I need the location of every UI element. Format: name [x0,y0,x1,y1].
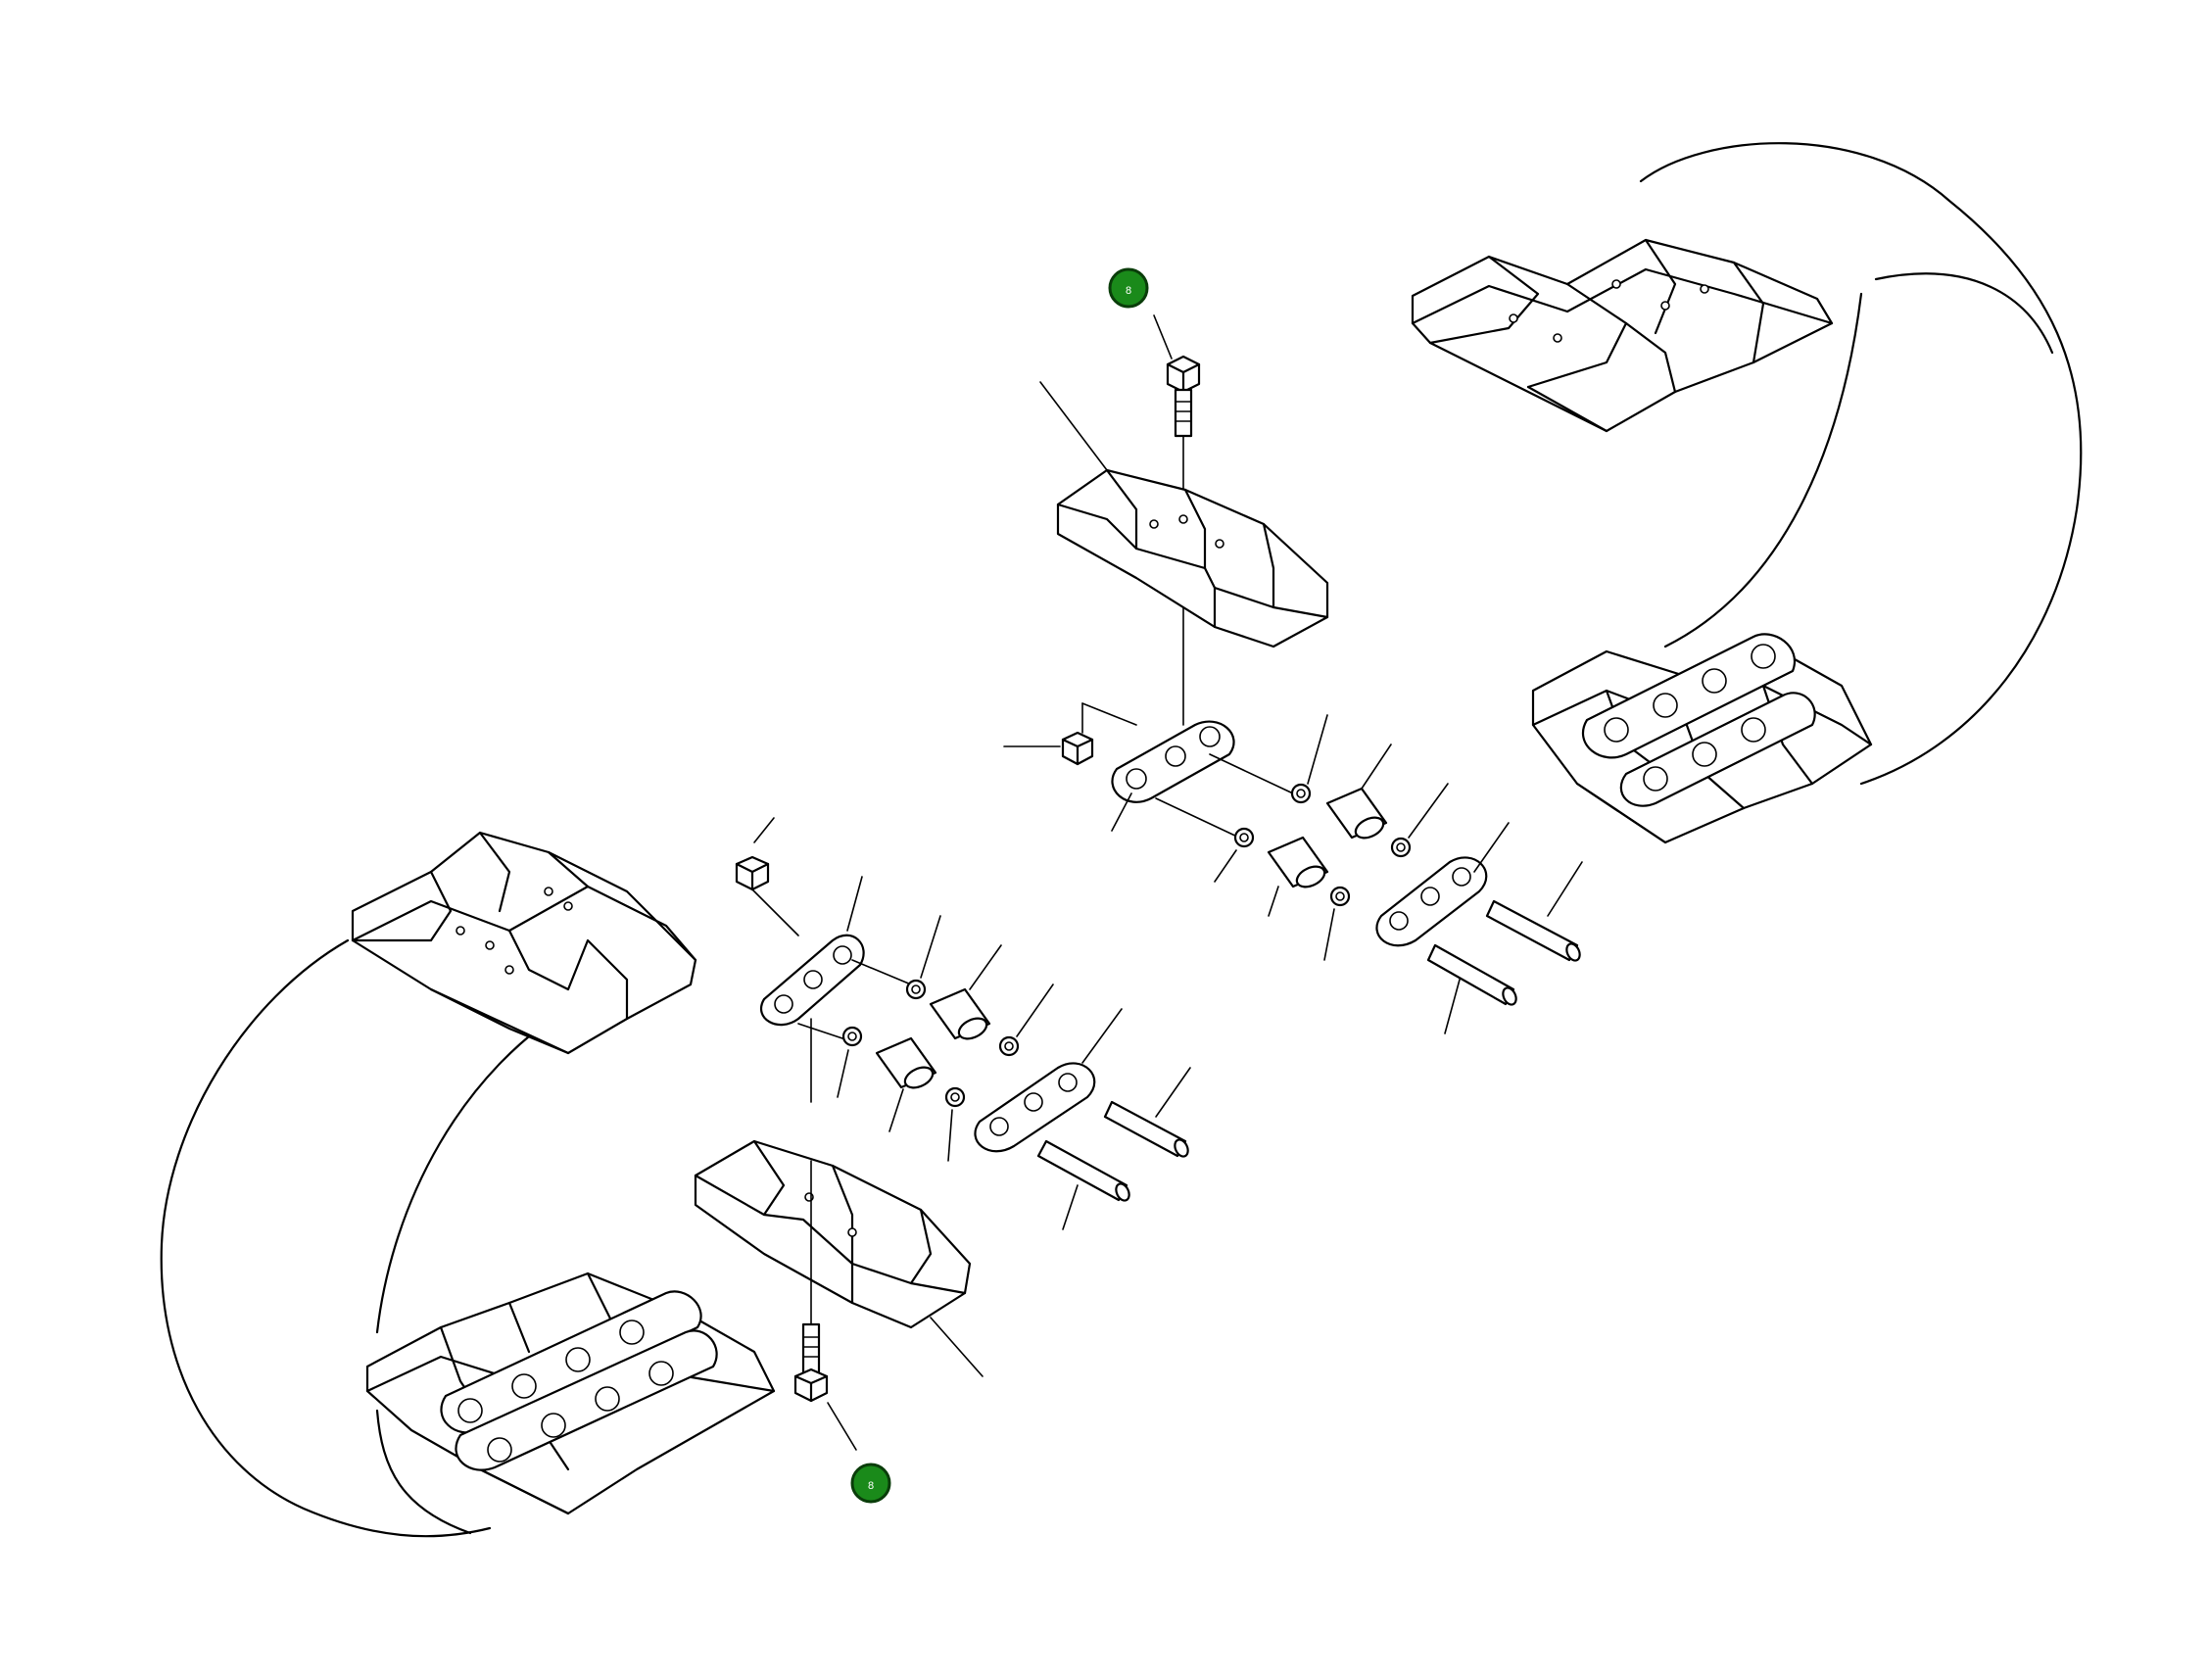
left-top-shoe-group [351,831,697,1055]
right-pin-a[interactable] [1485,899,1582,963]
lower-bushing-b[interactable] [875,1036,937,1091]
upper-seal-a[interactable] [1290,783,1312,804]
bottom-shoe-bolt[interactable] [793,1322,829,1403]
bottom-shoe-leader [930,1317,984,1377]
lower-seal-b[interactable] [998,1035,1020,1057]
upper-seal-d[interactable] [1329,886,1351,907]
callout-bottom-label: 8 [868,1480,874,1492]
left-track-loop-outline [160,938,492,1538]
upper-seal-c[interactable] [1233,827,1255,848]
top-shoe-bolt[interactable] [1166,355,1201,726]
right-track-loop-outline [1639,142,2083,786]
callout-bottom-circle [850,1463,891,1504]
right-pin-b[interactable] [1426,943,1518,1007]
lower-seal-c[interactable] [841,1026,863,1047]
callout-bottom[interactable]: 8 [850,1463,891,1504]
callout-top-label: 8 [1126,285,1131,297]
lower-center-track-link[interactable] [974,1062,1096,1153]
upper-link-leader [1111,792,1132,832]
bottom-track-shoe[interactable] [694,1139,972,1329]
top-shoe-leader [1039,381,1108,471]
lower-bushing-a[interactable] [929,987,991,1042]
top-track-shoe[interactable] [1056,468,1329,648]
left-lower-shoe-group [365,1272,776,1515]
right-track-link[interactable] [1375,856,1488,947]
right-link-chain [1581,633,1796,759]
left-track-assembly [160,831,776,1538]
lower-seal-a[interactable] [905,979,927,1000]
lower-nut[interactable] [735,855,770,891]
right-track-loop-inner [1663,292,1863,648]
bottom-bolt-leader [827,1402,857,1451]
upper-bushing-a[interactable] [1325,787,1388,841]
center-exploded-parts [694,314,1583,1451]
callout-top[interactable]: 8 [1108,267,1149,309]
left-track-loop-inner [375,997,585,1334]
top-bolt-leader [1153,314,1173,360]
lower-pin-a[interactable] [1103,1100,1190,1159]
lower-seal-d[interactable] [944,1086,966,1108]
callout-top-circle [1108,267,1149,309]
upper-nut[interactable] [1061,731,1094,766]
lower-left-track-link[interactable] [760,934,865,1027]
right-top-shoe-group [1411,238,1834,433]
lower-pin-b[interactable] [1036,1139,1131,1203]
upper-bushing-b[interactable] [1267,836,1329,890]
upper-track-link[interactable] [1111,720,1235,803]
upper-seal-b[interactable] [1390,837,1412,858]
right-track-assembly [1411,142,2083,844]
right-lower-shoe-group [1531,633,1873,844]
